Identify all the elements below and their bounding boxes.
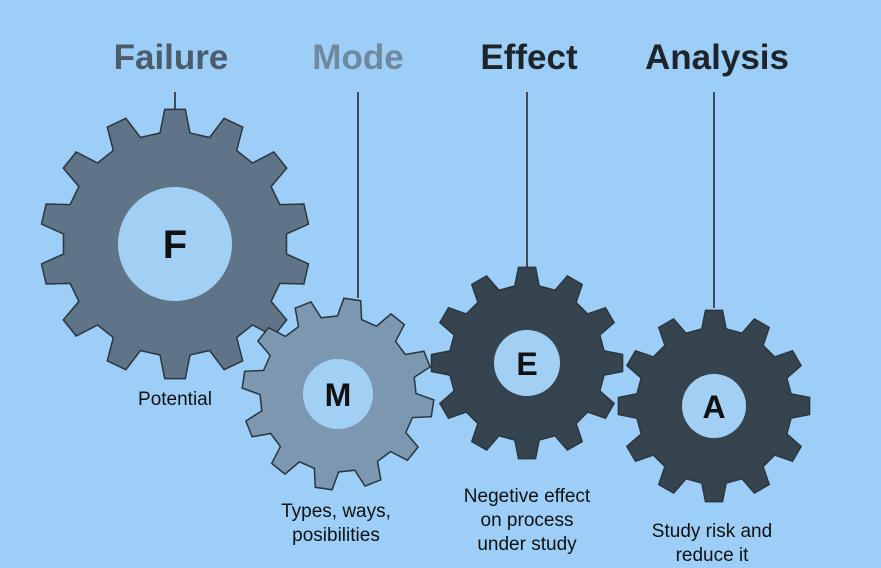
heading-analysis: Analysis <box>645 38 789 77</box>
failure-gear-icon: F <box>40 108 310 380</box>
heading-mode: Mode <box>312 38 404 77</box>
mode-description-line: Types, ways, <box>281 501 391 522</box>
effect-gear-icon: E <box>430 266 624 460</box>
analysis-description-line: Study risk and <box>651 521 773 542</box>
mode-gear-hub <box>303 359 373 429</box>
heading-effect: Effect <box>480 38 578 77</box>
analysis-description: Study risk and reduce it <box>652 520 772 568</box>
effect-gear-letter: E <box>516 346 537 382</box>
effect-description-line: Negetive effect <box>463 486 591 507</box>
effect-description: Negetive effect on process under study <box>464 485 590 557</box>
failure-gear-letter: F <box>163 223 187 267</box>
analysis-gear-letter: A <box>702 389 725 425</box>
effect-description-line: under study <box>477 534 577 555</box>
failure-description-line: Potential <box>138 389 212 410</box>
mode-gear-icon: M <box>241 297 435 491</box>
effect-gear-hub <box>494 330 560 396</box>
analysis-gear-hub <box>682 374 746 438</box>
failure-description: Potential <box>138 388 212 412</box>
mode-gear-letter: M <box>325 377 352 413</box>
mode-description: Types, ways, posibilities <box>281 500 391 548</box>
failure-gear-hub <box>118 187 232 301</box>
heading-failure: Failure <box>113 38 229 77</box>
analysis-gear-icon: A <box>617 309 811 503</box>
analysis-description-line: reduce it <box>675 545 749 566</box>
mode-description-line: posibilities <box>292 525 380 546</box>
effect-description-line: on process <box>480 510 574 531</box>
